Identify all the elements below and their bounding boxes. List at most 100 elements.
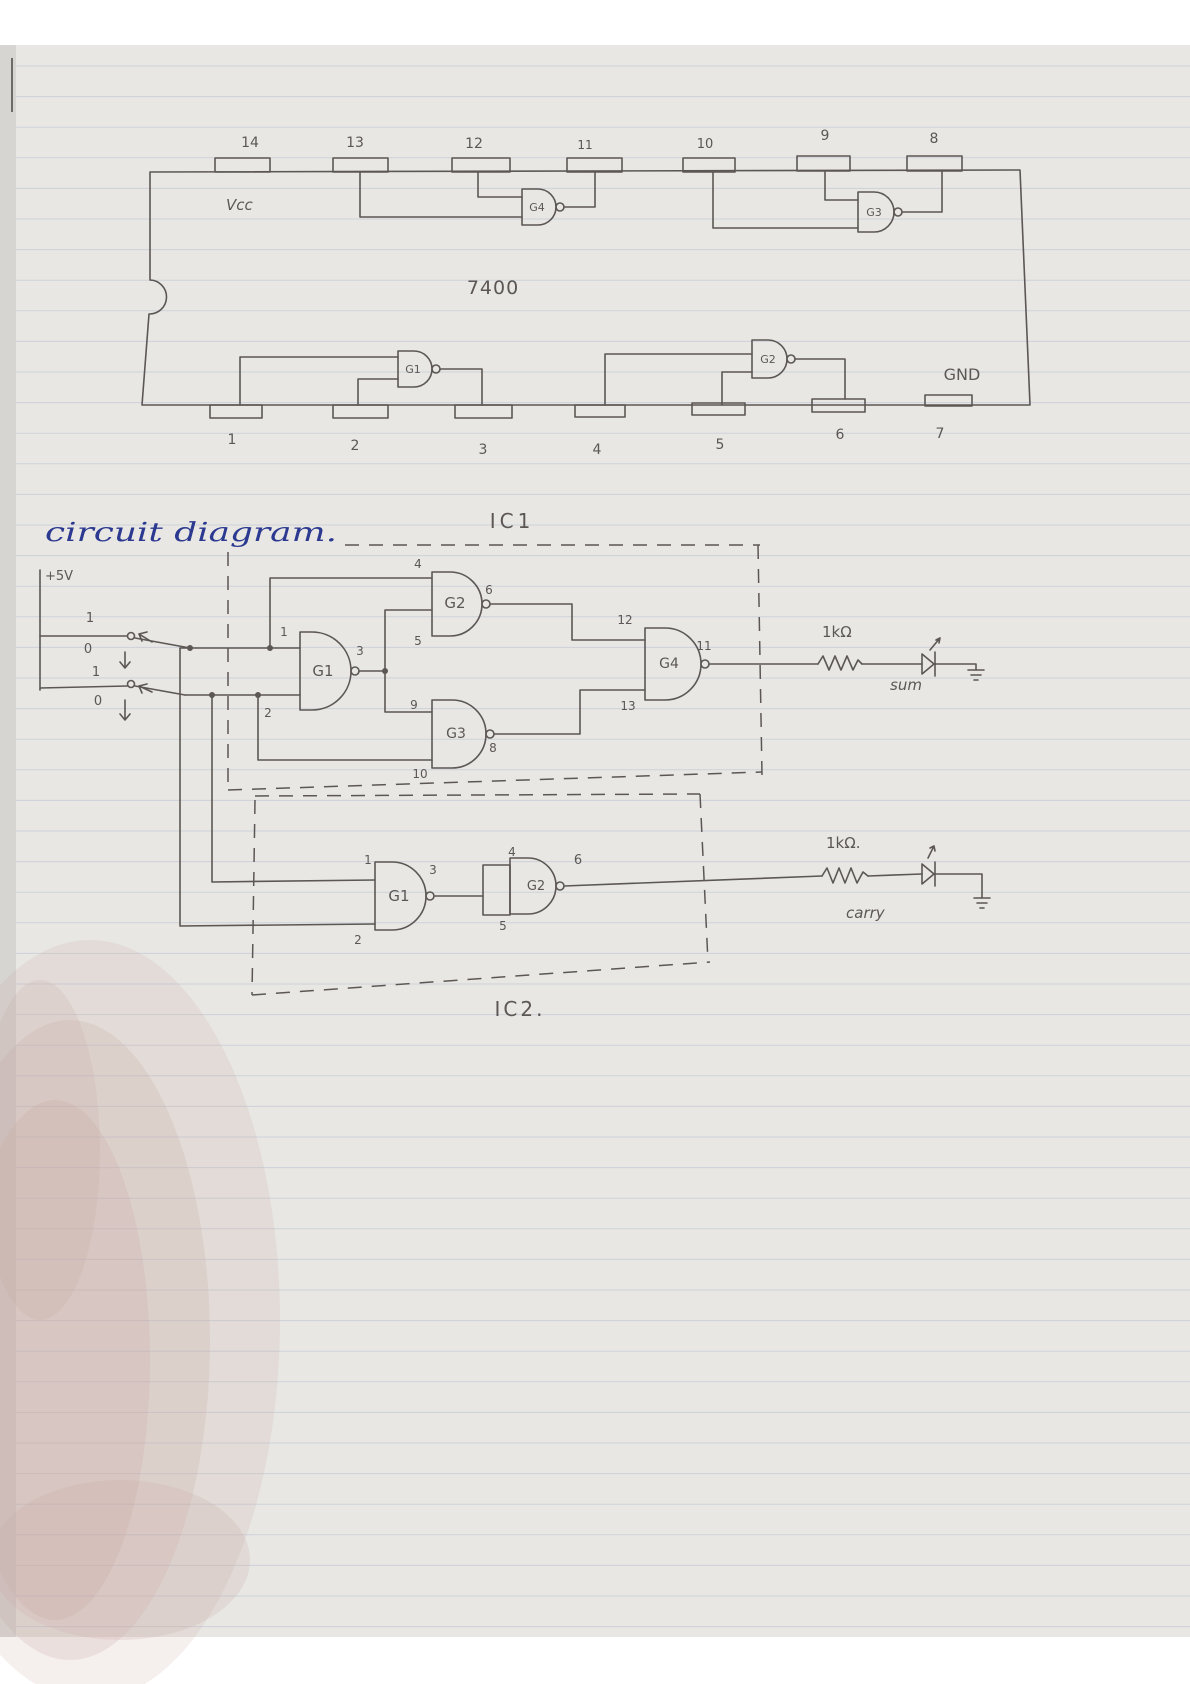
ground-icon: [973, 897, 991, 909]
output-label: carry: [846, 904, 886, 922]
pin-label: 10: [412, 767, 427, 781]
wire: [824, 171, 859, 201]
dashed-line: [227, 771, 763, 791]
wire: [257, 694, 433, 761]
circuit-diagram: circuit diagram. IC1 +5V 1 0 1 0: [39, 509, 991, 1021]
pin-label: 13: [620, 699, 635, 713]
pin-14: [214, 157, 271, 173]
wire: [269, 577, 433, 649]
circuit-heading: circuit diagram.: [45, 518, 337, 548]
gate-label: G1: [405, 363, 421, 376]
ic2-label: IC2.: [495, 997, 546, 1021]
pin-number: 2: [351, 438, 360, 454]
pin-12: [451, 157, 511, 173]
switch-b-down-arrow-icon: [119, 699, 131, 721]
pin-4: [574, 404, 626, 418]
pin-number: 12: [465, 136, 483, 152]
wire: [563, 171, 596, 208]
wire: [712, 171, 859, 229]
shadow-blob: [0, 1020, 210, 1660]
pinout-gate-g4: G4: [359, 171, 596, 226]
pin-label: 11: [696, 639, 711, 653]
wire: [934, 663, 977, 671]
pin-number: 9: [821, 128, 830, 144]
ground-icon: [967, 669, 985, 681]
gate-label: G2: [760, 353, 776, 366]
junction-dot: [187, 645, 193, 651]
pin-label: 4: [414, 557, 422, 571]
ic2-gate-g2: G2 4 5 6: [482, 845, 823, 933]
sum-output: 1kΩ sum: [817, 623, 985, 694]
wire: [489, 603, 646, 641]
gate-label: G2: [444, 594, 465, 612]
wire: [439, 368, 483, 406]
pin-label: 2: [264, 706, 272, 720]
shadow-blob: [0, 1480, 250, 1640]
ic-body-outline: [141, 169, 1031, 406]
switch-b-arrow-icon: [138, 683, 153, 694]
pin-6: [811, 398, 866, 413]
pin-1: [209, 404, 263, 419]
pin-label: 12: [617, 613, 632, 627]
resistor-icon: [817, 655, 863, 671]
pin-8: [906, 155, 963, 172]
ic1-gate-g3: G3 9 10 8: [410, 689, 646, 781]
pin-label: 4: [508, 845, 516, 859]
pin-label: 3: [429, 863, 437, 877]
pin-label: 5: [414, 634, 422, 648]
junction-dot: [255, 692, 261, 698]
wire: [604, 353, 753, 406]
shadow-blob: [0, 1100, 150, 1620]
ic2-gate-g1: G1 1 2 3: [354, 853, 484, 947]
pin-label: 1: [364, 853, 372, 867]
part-number: 7400: [467, 277, 519, 299]
gnd-label: GND: [944, 365, 981, 384]
pin-7: [924, 394, 973, 407]
switch-mark: 0: [94, 694, 102, 709]
vcc-label: Vcc: [226, 196, 254, 214]
paper-left-edge-shade: [0, 45, 16, 1637]
junction-dot: [209, 692, 215, 698]
wire: [934, 873, 983, 899]
resistor-label: 1kΩ.: [826, 834, 860, 852]
gate-label: G3: [446, 726, 466, 742]
dashed-line: [251, 799, 256, 996]
pin-10: [682, 157, 736, 173]
wire: [211, 694, 376, 883]
pin-number: 14: [241, 135, 259, 151]
ic-7400-pinout: 14 13 12 11 10 9 8 1 2 3 4 5 6 7 Vcc 740…: [141, 128, 1031, 458]
switch-a-down-arrow-icon: [119, 651, 131, 669]
input-wiring: [179, 577, 433, 927]
paper: [0, 45, 1190, 1684]
pin-5: [691, 402, 746, 416]
ic1-label: IC1: [490, 509, 535, 533]
ic1-gate-g1: G1 1 2 3: [264, 609, 433, 720]
wire: [39, 685, 128, 689]
wire: [563, 875, 823, 887]
bottom-pins: 1 2 3 4 5 6 7: [209, 394, 973, 458]
finger-shadow: [0, 940, 280, 1684]
nand-gate-body: [374, 861, 427, 931]
gate-label: G2: [527, 879, 545, 894]
switch-mark: 1: [92, 665, 100, 680]
dashed-line: [251, 961, 711, 996]
pin-9: [796, 155, 851, 172]
pin-number: 1: [228, 432, 237, 448]
switch-mark: 1: [86, 611, 94, 626]
pin-label: 6: [485, 583, 493, 597]
supply-label: +5V: [45, 569, 73, 584]
switch-b-contact: [126, 679, 136, 689]
ic2-boundary: [251, 793, 711, 996]
pin-label: 2: [354, 933, 362, 947]
switch-a-contact: [126, 631, 136, 641]
dashed-line: [254, 793, 701, 797]
pin-number: 3: [479, 442, 488, 458]
shadow-blob: [0, 980, 100, 1320]
switch-a-arrow-icon: [138, 631, 153, 643]
gate-label: G1: [388, 887, 409, 905]
gate-label: G1: [312, 662, 333, 680]
pin-label: 8: [489, 741, 497, 755]
pin-number: 4: [593, 442, 602, 458]
